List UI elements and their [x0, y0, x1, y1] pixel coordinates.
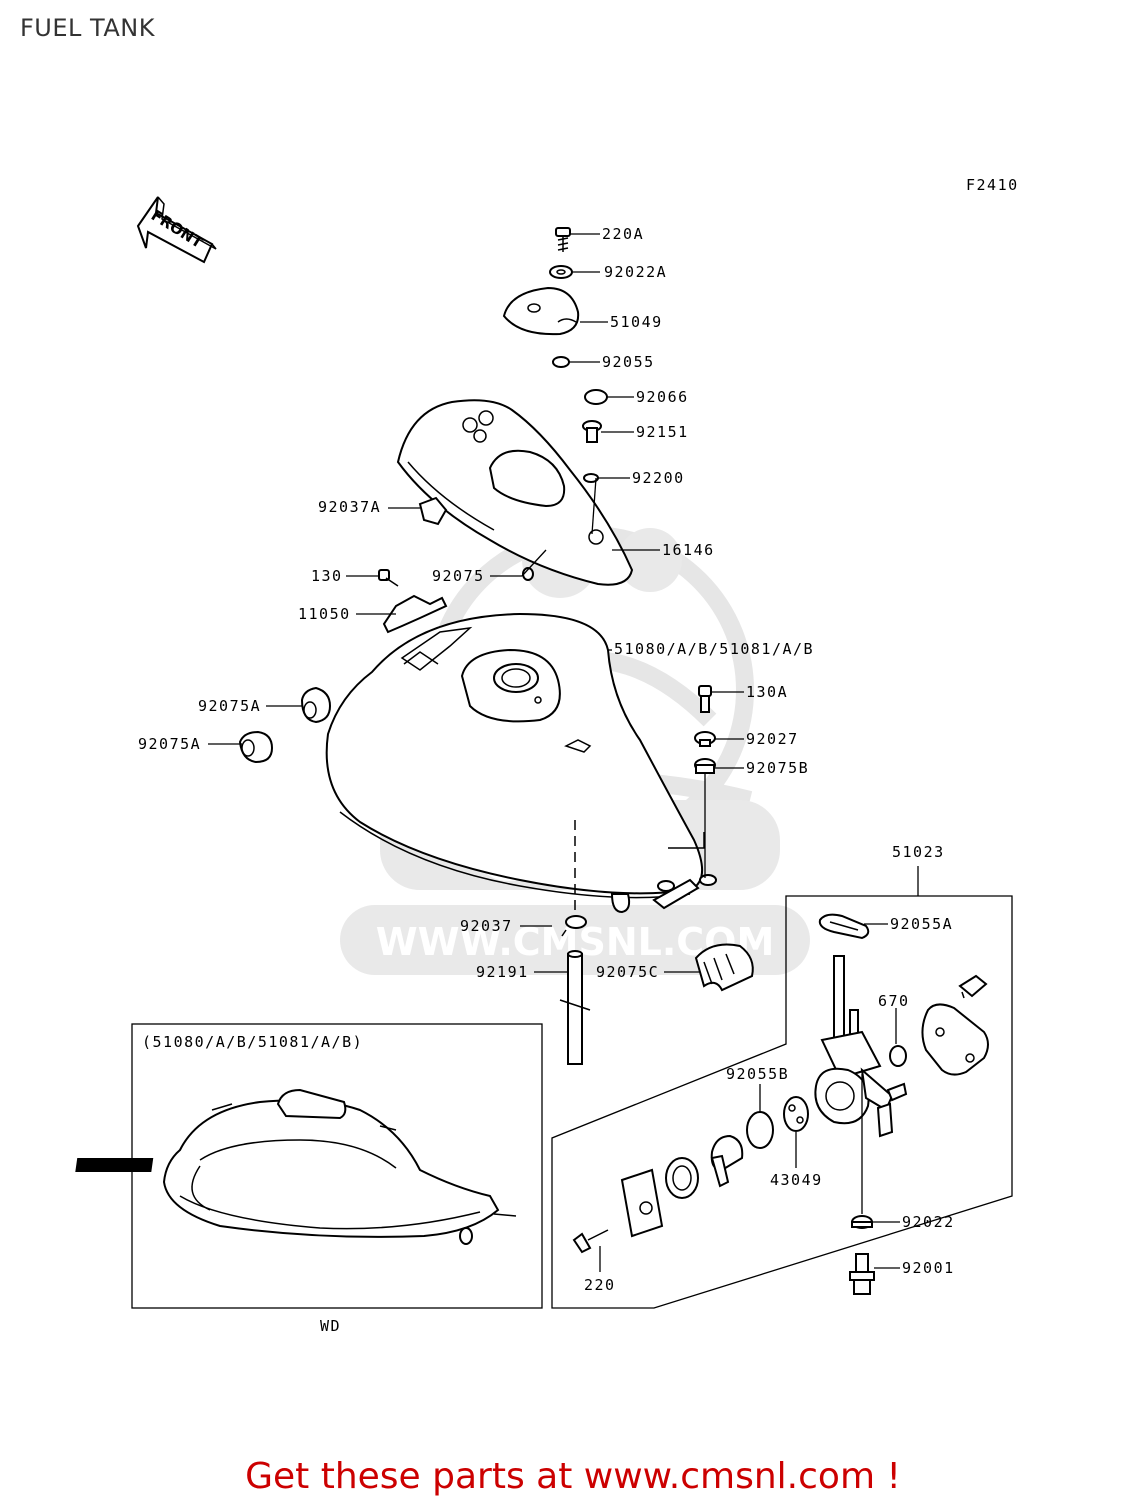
label-92075c: 92075C: [596, 963, 659, 981]
label-16146: 16146: [662, 541, 715, 559]
label-92055a: 92055A: [890, 915, 953, 933]
bolt-130a: [698, 685, 712, 713]
fuel-cock-51023: [814, 955, 908, 1138]
label-92037a: 92037A: [318, 498, 381, 516]
part-labels: 220A 92022A 51049 92055 92066 92151 9220…: [138, 225, 955, 1335]
gasket-92055a: [818, 913, 870, 940]
label-220a: 220A: [602, 225, 644, 243]
gasket-43049: [783, 1096, 809, 1132]
washer-92055: [552, 356, 570, 368]
label-92037: 92037: [460, 917, 513, 935]
fuel-tank-51080: [325, 612, 717, 914]
oring-92055b: [746, 1111, 774, 1149]
brand-logo-text: Kawasaki: [248, 1159, 313, 1173]
inset-header: (51080/A/B/51081/A/B): [142, 1033, 363, 1051]
damper-92075a-lower: [238, 730, 274, 764]
fuel-cock-assembly-box: [551, 866, 1013, 1309]
screw-220a: [555, 227, 571, 252]
clamp-92037: [561, 915, 587, 937]
cap-51049: [502, 286, 580, 336]
holder-92075c: [694, 943, 754, 992]
page-title: FUEL TANK: [20, 14, 155, 42]
label-43049: 43049: [770, 1171, 823, 1189]
lever-knob: [710, 1134, 744, 1188]
washer-92022a: [549, 265, 573, 279]
label-130: 130: [311, 567, 343, 585]
washer-92022: [851, 1215, 873, 1229]
label-92022a: 92022A: [604, 263, 667, 281]
lever-plate: [620, 1168, 664, 1238]
seal-ring: [665, 1157, 699, 1199]
label-220: 220: [584, 1276, 616, 1294]
label-92075b: 92075B: [746, 759, 809, 777]
label-92055b: 92055B: [726, 1065, 789, 1083]
hose-92191: [559, 950, 591, 1065]
tank-cover-16146: [396, 399, 634, 586]
label-130a: 130A: [746, 683, 788, 701]
label-11050: 11050: [298, 605, 351, 623]
label-51080: 51080/A/B/51081/A/B: [614, 640, 814, 658]
bracket-11050: [382, 594, 448, 634]
collar-92027: [694, 731, 716, 747]
figure-code: F2410: [966, 176, 1019, 194]
label-92001: 92001: [902, 1259, 955, 1277]
label-92075a-upper: 92075A: [198, 697, 261, 715]
oring-670: [889, 1045, 907, 1067]
clip-92037a: [418, 496, 448, 526]
cover-plate: [921, 1003, 989, 1076]
brand-logo-plate: [75, 1158, 154, 1172]
leader-lines: [208, 233, 900, 1272]
inset-caption: WD: [320, 1317, 341, 1335]
label-51049: 51049: [610, 313, 663, 331]
label-92066: 92066: [636, 388, 689, 406]
promo-banner-link[interactable]: Get these parts at www.cmsnl.com !: [245, 1456, 901, 1497]
label-92027: 92027: [746, 730, 799, 748]
damper-92075a-upper: [300, 686, 332, 724]
drain-bolt-92001: [849, 1253, 875, 1295]
cap-92066: [584, 389, 608, 405]
screw-220: [572, 1229, 609, 1254]
bolt-92151: [582, 420, 602, 443]
label-92151: 92151: [636, 423, 689, 441]
label-670: 670: [878, 992, 910, 1010]
label-51023: 51023: [892, 843, 945, 861]
screw-670-top: [958, 974, 988, 999]
label-92055: 92055: [602, 353, 655, 371]
label-92075: 92075: [432, 567, 485, 585]
inset-tank-illustration: Kawasaki: [75, 1088, 517, 1245]
label-92022: 92022: [902, 1213, 955, 1231]
front-arrow-icon: FRONT: [136, 196, 217, 264]
label-92200: 92200: [632, 469, 685, 487]
bolt-130: [378, 569, 399, 587]
label-92075a-lower: 92075A: [138, 735, 201, 753]
label-92191: 92191: [476, 963, 529, 981]
grommet-92075b: [694, 758, 716, 774]
